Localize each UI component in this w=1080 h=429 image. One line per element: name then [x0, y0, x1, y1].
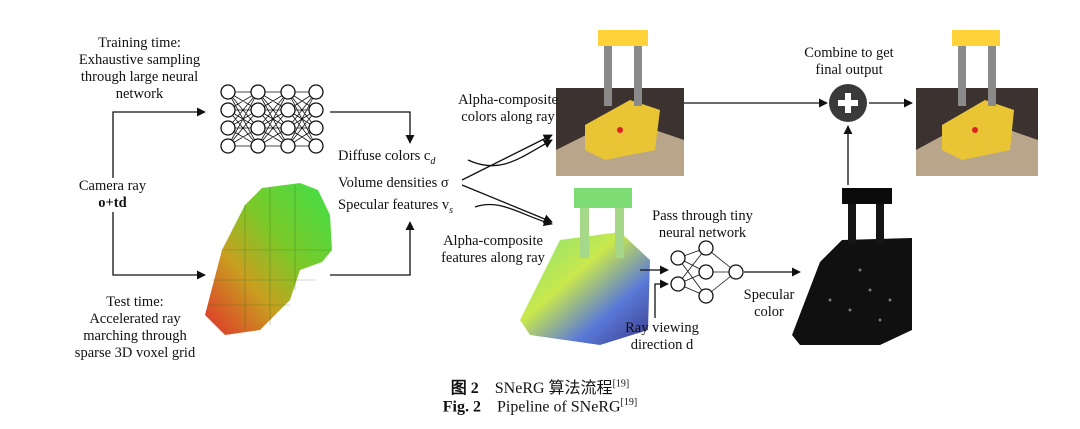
caption-cn-ref: [19]: [612, 378, 630, 390]
test-line3: marching through: [83, 328, 187, 344]
voxel-grid-image: [205, 183, 332, 335]
tiny-line1: Pass through tiny: [652, 208, 753, 224]
test-line2: Accelerated ray: [89, 311, 181, 327]
feature-render-image: [520, 188, 650, 345]
tiny-line2: neural network: [658, 225, 747, 241]
alpha-features-label: Alpha-composite features along ray: [428, 233, 558, 267]
ray-view-line2: direction d: [630, 337, 694, 353]
large-neural-network-icon: [220, 84, 324, 154]
camera-line2: o+td: [98, 195, 127, 211]
alpha-colors-line2: colors along ray: [461, 109, 555, 125]
final-output-image: [916, 30, 1038, 176]
combine-line2: final output: [815, 62, 883, 78]
training-line1: Training time:: [98, 35, 181, 51]
alpha-features-line1: Alpha-composite: [443, 233, 543, 249]
ray-view-line1: Ray viewing: [625, 320, 699, 336]
specular-features-label: Specular features vs: [338, 196, 454, 216]
training-label: Training time: Exhaustive sampling throu…: [52, 35, 227, 103]
feature-list: Diffuse colors cd Volume densities σ Spe…: [338, 148, 453, 219]
volume-densities-label: Volume densities σ: [338, 174, 449, 191]
diffuse-colors-label: Diffuse colors cd: [338, 148, 436, 167]
training-line4: network: [115, 86, 164, 102]
alpha-features-line2: features along ray: [441, 250, 545, 266]
camera-line1: Camera ray: [78, 178, 147, 194]
spec-color-line1: Specular: [743, 287, 795, 303]
tiny-network-label: Pass through tiny neural network: [640, 208, 765, 242]
camera-ray-label: Camera ray o+td: [55, 178, 170, 212]
ray-viewing-label: Ray viewing direction d: [612, 320, 712, 354]
camera-connectors: [112, 107, 415, 280]
specular-render-image: [792, 188, 912, 345]
combine-label: Combine to get final output: [785, 45, 913, 79]
caption-en-ref: [19]: [620, 397, 638, 408]
specular-color-label: Specular color: [734, 287, 804, 321]
training-line2: Exhaustive sampling: [78, 52, 201, 68]
feature-arrows: [461, 134, 553, 227]
caption-cn-text: SNeRG 算法流程: [494, 380, 613, 397]
diffuse-render-image: [556, 30, 684, 176]
test-time-label: Test time: Accelerated ray marching thro…: [40, 294, 230, 362]
alpha-colors-label: Alpha-composite colors along ray: [448, 92, 568, 126]
test-line4: sparse 3D voxel grid: [74, 345, 196, 361]
spec-color-line2: color: [754, 304, 784, 320]
caption-en-label: Fig. 2: [442, 398, 481, 416]
caption-english: Fig. 2 Pipeline of SNeRG[19]: [0, 397, 1080, 416]
caption-cn-label: 图 2: [450, 380, 479, 397]
caption-en-text: Pipeline of SNeRG: [497, 398, 621, 416]
caption-chinese: 图 2 SNeRG 算法流程[19]: [0, 374, 1080, 398]
combine-line1: Combine to get: [804, 45, 894, 61]
alpha-colors-line1: Alpha-composite: [458, 92, 558, 108]
tiny-neural-network-icon: [670, 240, 744, 304]
training-line3: through large neural: [80, 69, 199, 85]
test-line1: Test time:: [106, 294, 164, 310]
arrow-view-dir: [654, 279, 669, 318]
combine-plus-icon: [829, 84, 867, 122]
